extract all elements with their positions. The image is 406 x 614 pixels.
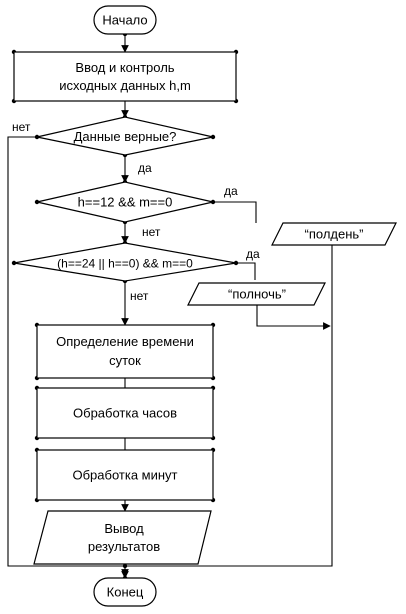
start-label: Начало [102,13,147,28]
midnight-no-label: нет [130,289,149,303]
minutes-box [36,449,214,501]
node-midnight-cond: (h==24 || h==0) && m==0 [13,242,237,282]
check-label: Данные верные? [74,129,177,144]
check-yes-label: да [138,161,152,175]
end-terminator [93,577,157,607]
midnight-output-parallelogram [187,282,326,306]
node-start: Начало [93,5,157,35]
check-no-label: нет [12,120,31,134]
midnight-out-label: “полночь” [228,287,286,302]
start-terminator [93,5,157,35]
time-of-day-line1: Определение времени [56,334,194,349]
output-line1: Вывод [104,521,144,536]
noon-yes-label: да [224,184,238,198]
branch-labels: нет да да нет да нет [12,120,260,303]
connector-to-end [125,239,333,567]
output-parallelogram [33,510,212,565]
input-label-line1: Ввод и контроль [75,60,174,75]
input-label-line2: исходных данных h,m [59,78,191,93]
hours-box [36,387,214,439]
output-line2: результатов [88,539,160,554]
noon-decision [36,181,214,223]
node-end: Конец [93,577,157,607]
connector-midnight-out [256,305,331,330]
noon-no-label: нет [142,225,161,239]
noon-output-parallelogram [271,222,397,246]
time-of-day-line2: суток [109,353,141,368]
check-decision [36,116,214,156]
branch-noon-yes [213,201,257,223]
node-noon-cond: h==12 && m==0 [36,181,214,223]
node-check: Данные верные? [36,116,214,156]
dot-merge [122,563,128,569]
end-label: Конец [107,585,144,600]
input-process-box [13,51,237,102]
noon-out-label: “полдень” [305,227,364,242]
midnight-yes-label: да [246,247,260,261]
connectors [7,34,333,579]
midnight-decision [13,242,237,282]
hours-label: Обработка часов [73,406,177,421]
loop-invalid-data [7,136,125,567]
minutes-label: Обработка минут [72,468,177,483]
node-time-of-day: Определение времени суток [36,324,214,379]
node-input: Ввод и контроль исходных данных h,m [13,51,237,102]
time-of-day-box [36,324,214,379]
node-minutes: Обработка минут [36,449,214,501]
branch-midnight-yes [236,262,256,280]
node-noon-out: “полдень” [271,222,397,246]
node-output: Вывод результатов [33,510,212,565]
midnight-cond-label: (h==24 || h==0) && m==0 [57,257,193,271]
node-hours: Обработка часов [36,387,214,439]
noon-cond-label: h==12 && m==0 [78,195,173,210]
node-midnight-out: “полночь” [187,282,326,306]
